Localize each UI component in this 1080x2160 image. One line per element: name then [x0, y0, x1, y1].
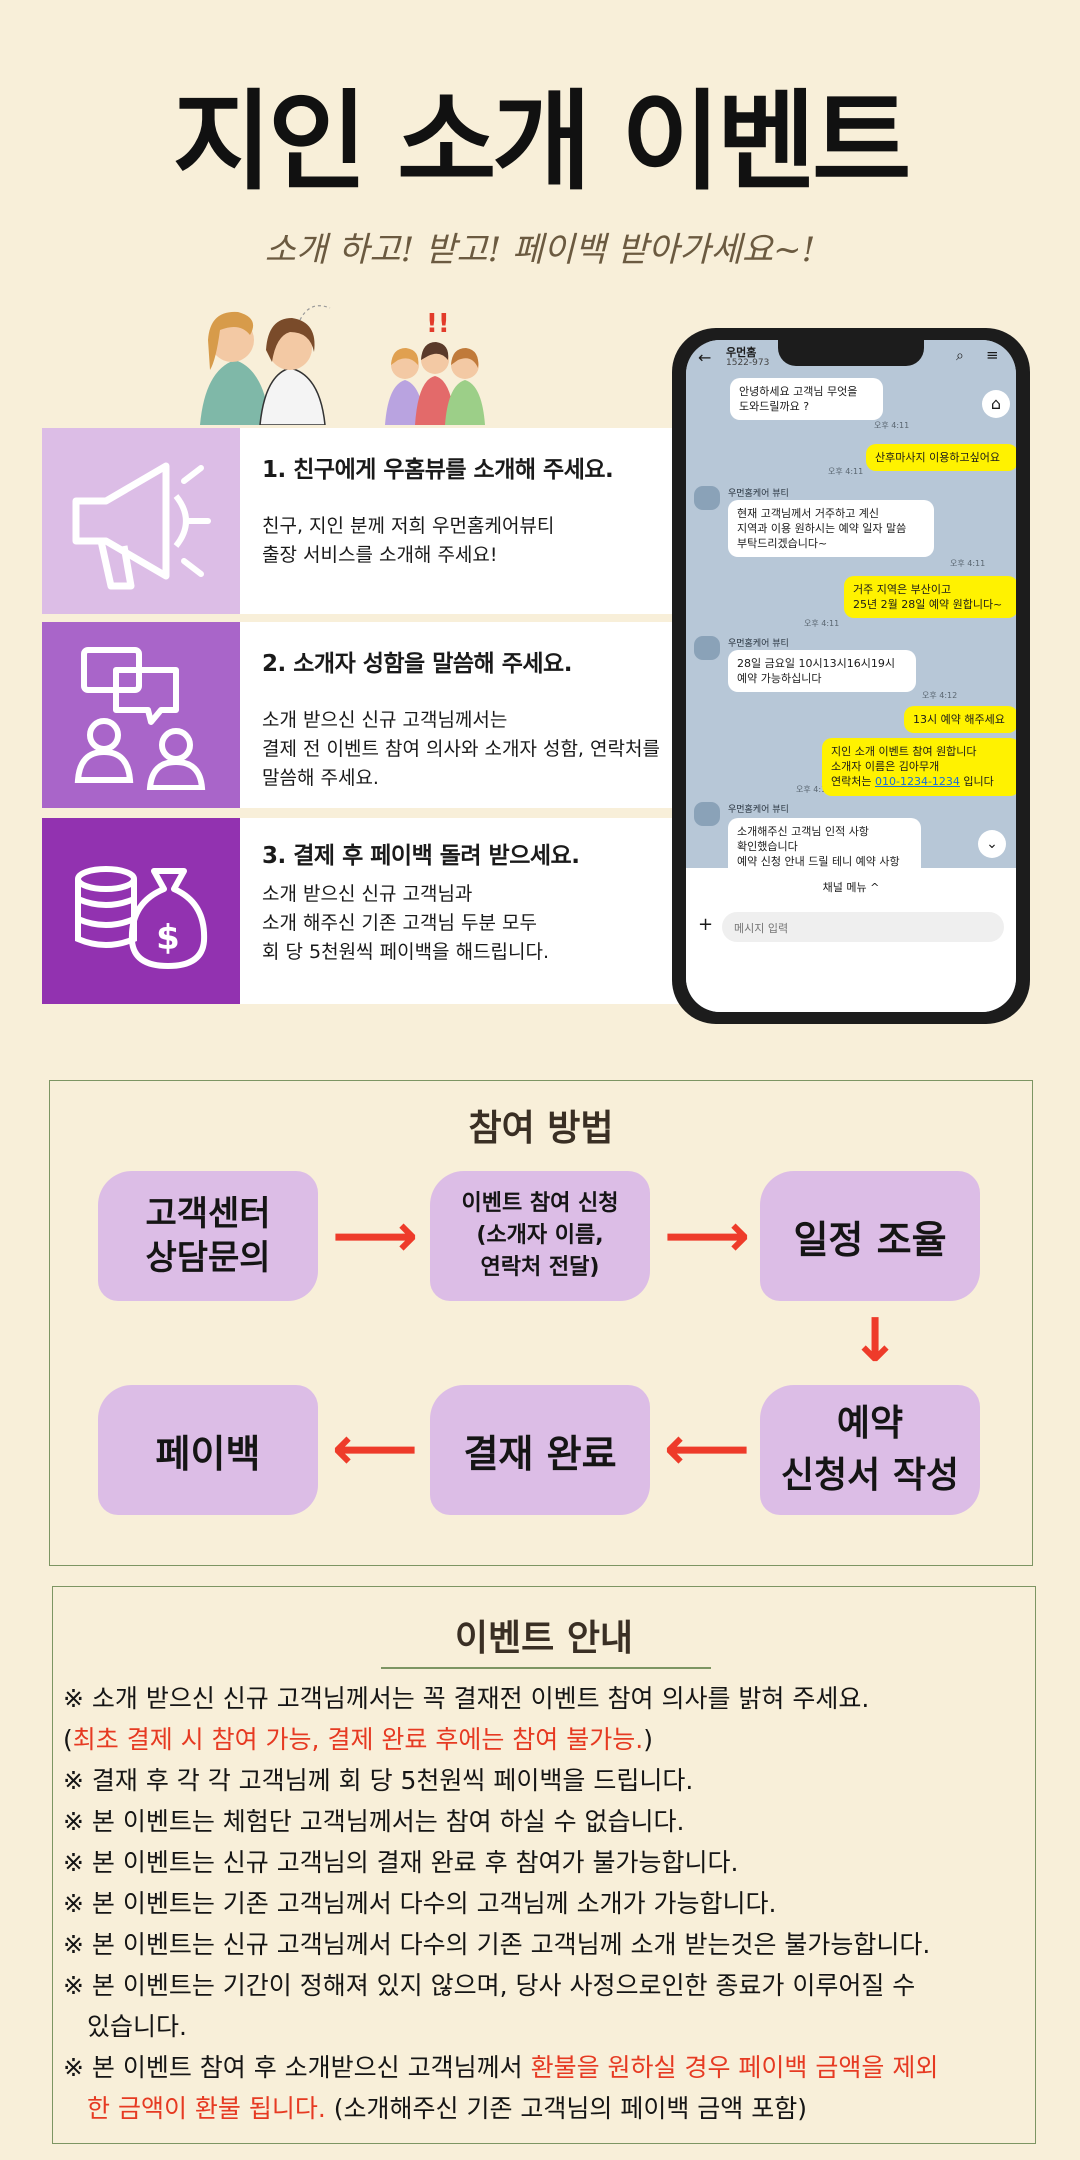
step-3-row: $ 3. 결제 후 페이백 돌려 받으세요. 소개 받으신 신규 고객님과 소개…	[42, 818, 682, 1004]
scroll-down-icon[interactable]: ⌄	[978, 830, 1006, 858]
message-input[interactable]	[732, 917, 996, 939]
participation-title: 참여 방법	[468, 1108, 614, 1149]
plus-icon[interactable]: +	[698, 914, 714, 935]
flow-step-payment-done: 결재 완료	[430, 1385, 650, 1515]
flow-step-application-form: 예약 신청서 작성	[760, 1385, 980, 1515]
channel-menu-button[interactable]: 채널 메뉴 ^	[686, 868, 1016, 908]
note-item: ※ 소개 받으신 신규 고객님께서는 꼭 결재전 이벤트 참여 의사를 밝혀 주…	[63, 1684, 870, 1713]
page-title: 지인 소개 이벤트	[172, 80, 912, 205]
flow-step-schedule: 일정 조율	[760, 1171, 980, 1301]
flow-step-consult: 고객센터 상담문의	[98, 1171, 318, 1301]
note-item-cont: 있습니다.	[87, 2012, 187, 2041]
chat-sender-name: 우먼홈케어 뷰티	[728, 805, 789, 815]
back-arrow-icon[interactable]: ←	[698, 348, 712, 367]
note-item: ※ 본 이벤트는 신규 고객님의 결재 완료 후 참여가 불가능합니다.	[63, 1848, 739, 1877]
step-3-desc: 소개 받으신 신규 고객님과 소개 해주신 기존 고객님 두분 모두 회 당 5…	[262, 883, 550, 963]
phone-mockup: ← 우먼홈 1522-973 ⌕ ≡ 안녕하세요 고객님 무엇을 도와드릴까요 …	[672, 328, 1030, 1024]
flow-step-apply: 이벤트 참여 신청 (소개자 이름, 연락처 전달)	[430, 1171, 650, 1301]
arrow-right-icon: ⟶	[332, 1201, 419, 1271]
avatar	[694, 802, 720, 826]
chat-sender-name: 우먼홈케어 뷰티	[728, 489, 789, 499]
chat-message-incoming: 안녕하세요 고객님 무엇을 도와드릴까요 ?	[730, 378, 883, 420]
note-item: ※ 본 이벤트는 기존 고객님께서 다수의 고객님께 소개가 가능합니다.	[63, 1889, 777, 1918]
chat-message-incoming: 28일 금요일 10시13시16시19시 예약 가능하십니다	[728, 650, 916, 692]
phone-number-link[interactable]: 010-1234-1234	[874, 775, 960, 788]
note-item: ※ 본 이벤트는 체험단 고객님께서는 참여 하실 수 없습니다.	[63, 1807, 685, 1836]
event-info-title: 이벤트 안내	[454, 1618, 634, 1659]
step-1-desc: 친구, 지인 분께 저희 우먼홈케어뷰티 출장 서비스를 소개해 주세요!	[262, 515, 555, 566]
chat-header-name: 우먼홈	[726, 346, 757, 359]
avatar	[694, 486, 720, 510]
step-2-desc: 소개 받으신 신규 고객님께서는 결제 전 이벤트 참여 의사와 소개자 성함,…	[262, 709, 660, 789]
svg-text:!!: !!	[426, 310, 450, 339]
chat-sender-name: 우먼홈케어 뷰티	[728, 639, 789, 649]
chat-people-icon	[42, 622, 240, 808]
note-paren: (최초 결제 시 참여 가능, 결제 완료 후에는 참여 불가능.)	[63, 1725, 653, 1754]
chat-message-outgoing: 13시 예약 해주세요	[904, 706, 1016, 733]
message-time: 오후 4:12	[796, 785, 832, 794]
step-2-row: 2. 소개자 성함을 말씀해 주세요. 소개 받으신 신규 고객님께서는 결제 …	[42, 622, 682, 808]
menu-icon[interactable]: ≡	[986, 346, 999, 364]
search-icon[interactable]: ⌕	[956, 348, 964, 364]
note-refund: ※ 본 이벤트 참여 후 소개받으신 고객님께서 환불을 원하실 경우 페이백 …	[63, 2053, 939, 2082]
step-2-title: 2. 소개자 성함을 말씀해 주세요.	[262, 651, 572, 677]
chat-screen: ← 우먼홈 1522-973 ⌕ ≡ 안녕하세요 고객님 무엇을 도와드릴까요 …	[686, 340, 1016, 1012]
note-refund-cont: 한 금액이 환불 됩니다. (소개해주신 기존 고객님의 페이백 금액 포함)	[87, 2094, 807, 2123]
message-time: 오후 4:11	[950, 559, 986, 568]
message-time: 오후 4:12	[922, 691, 958, 700]
avatar	[694, 636, 720, 660]
svg-text:$: $	[156, 918, 180, 958]
participation-section: 참여 방법 고객센터 상담문의 ⟶ 이벤트 참여 신청 (소개자 이름, 연락처…	[49, 1080, 1033, 1566]
title-underline	[381, 1667, 711, 1669]
home-icon[interactable]: ⌂	[982, 390, 1010, 418]
message-time: 오후 4:11	[804, 619, 840, 628]
step-1-title: 1. 친구에게 우홈뷰를 소개해 주세요.	[262, 457, 614, 483]
arrow-right-icon: ⟶	[664, 1201, 751, 1271]
contact-line: 연락처는 010-1234-1234 입니다	[831, 775, 994, 788]
megaphone-icon	[42, 428, 240, 614]
chat-message-outgoing: 지인 소개 이벤트 참여 원합니다 소개자 이름은 김아무개	[822, 738, 1016, 796]
message-time: 오후 4:11	[828, 467, 864, 476]
surprised-people-illustration: !!	[385, 310, 485, 425]
chat-header-phone: 1522-973	[726, 358, 770, 368]
page-subtitle: 소개 하고! 받고! 페이백 받아가세요~!	[264, 230, 816, 270]
step-3-title: 3. 결제 후 페이백 돌려 받으세요.	[262, 843, 580, 869]
note-item: ※ 본 이벤트는 기간이 정해져 있지 않으며, 당사 사정으로인한 종료가 이…	[63, 1971, 916, 2000]
gossip-people-illustration	[200, 305, 331, 425]
chat-message-incoming: 현재 고객님께서 거주하고 계신 지역과 이용 원하시는 예약 일자 말씀 부탁…	[728, 500, 934, 557]
arrow-left-icon: ⟵	[332, 1414, 419, 1484]
arrow-down-icon: ↓	[850, 1306, 901, 1376]
note-item: ※ 본 이벤트는 신규 고객님께서 다수의 기존 고객님께 소개 받는것은 불가…	[63, 1930, 931, 1959]
flow-step-payback: 페이백	[98, 1385, 318, 1515]
chat-message-outgoing: 거주 지역은 부산이고 25년 2월 28일 예약 원합니다~	[844, 576, 1016, 618]
chat-message-outgoing: 산후마사지 이용하고싶어요	[866, 444, 1016, 471]
note-item: ※ 결재 후 각 각 고객님께 회 당 5천원씩 페이백을 드립니다.	[63, 1766, 694, 1795]
event-info-section: 이벤트 안내 ※ 소개 받으신 신규 고객님께서는 꼭 결재전 이벤트 참여 의…	[52, 1586, 1036, 2144]
money-bag-icon: $	[42, 818, 240, 1004]
message-time: 오후 4:11	[874, 421, 910, 430]
step-1-row: 1. 친구에게 우홈뷰를 소개해 주세요. 친구, 지인 분께 저희 우먼홈케어…	[42, 428, 682, 614]
arrow-left-icon: ⟵	[664, 1414, 751, 1484]
